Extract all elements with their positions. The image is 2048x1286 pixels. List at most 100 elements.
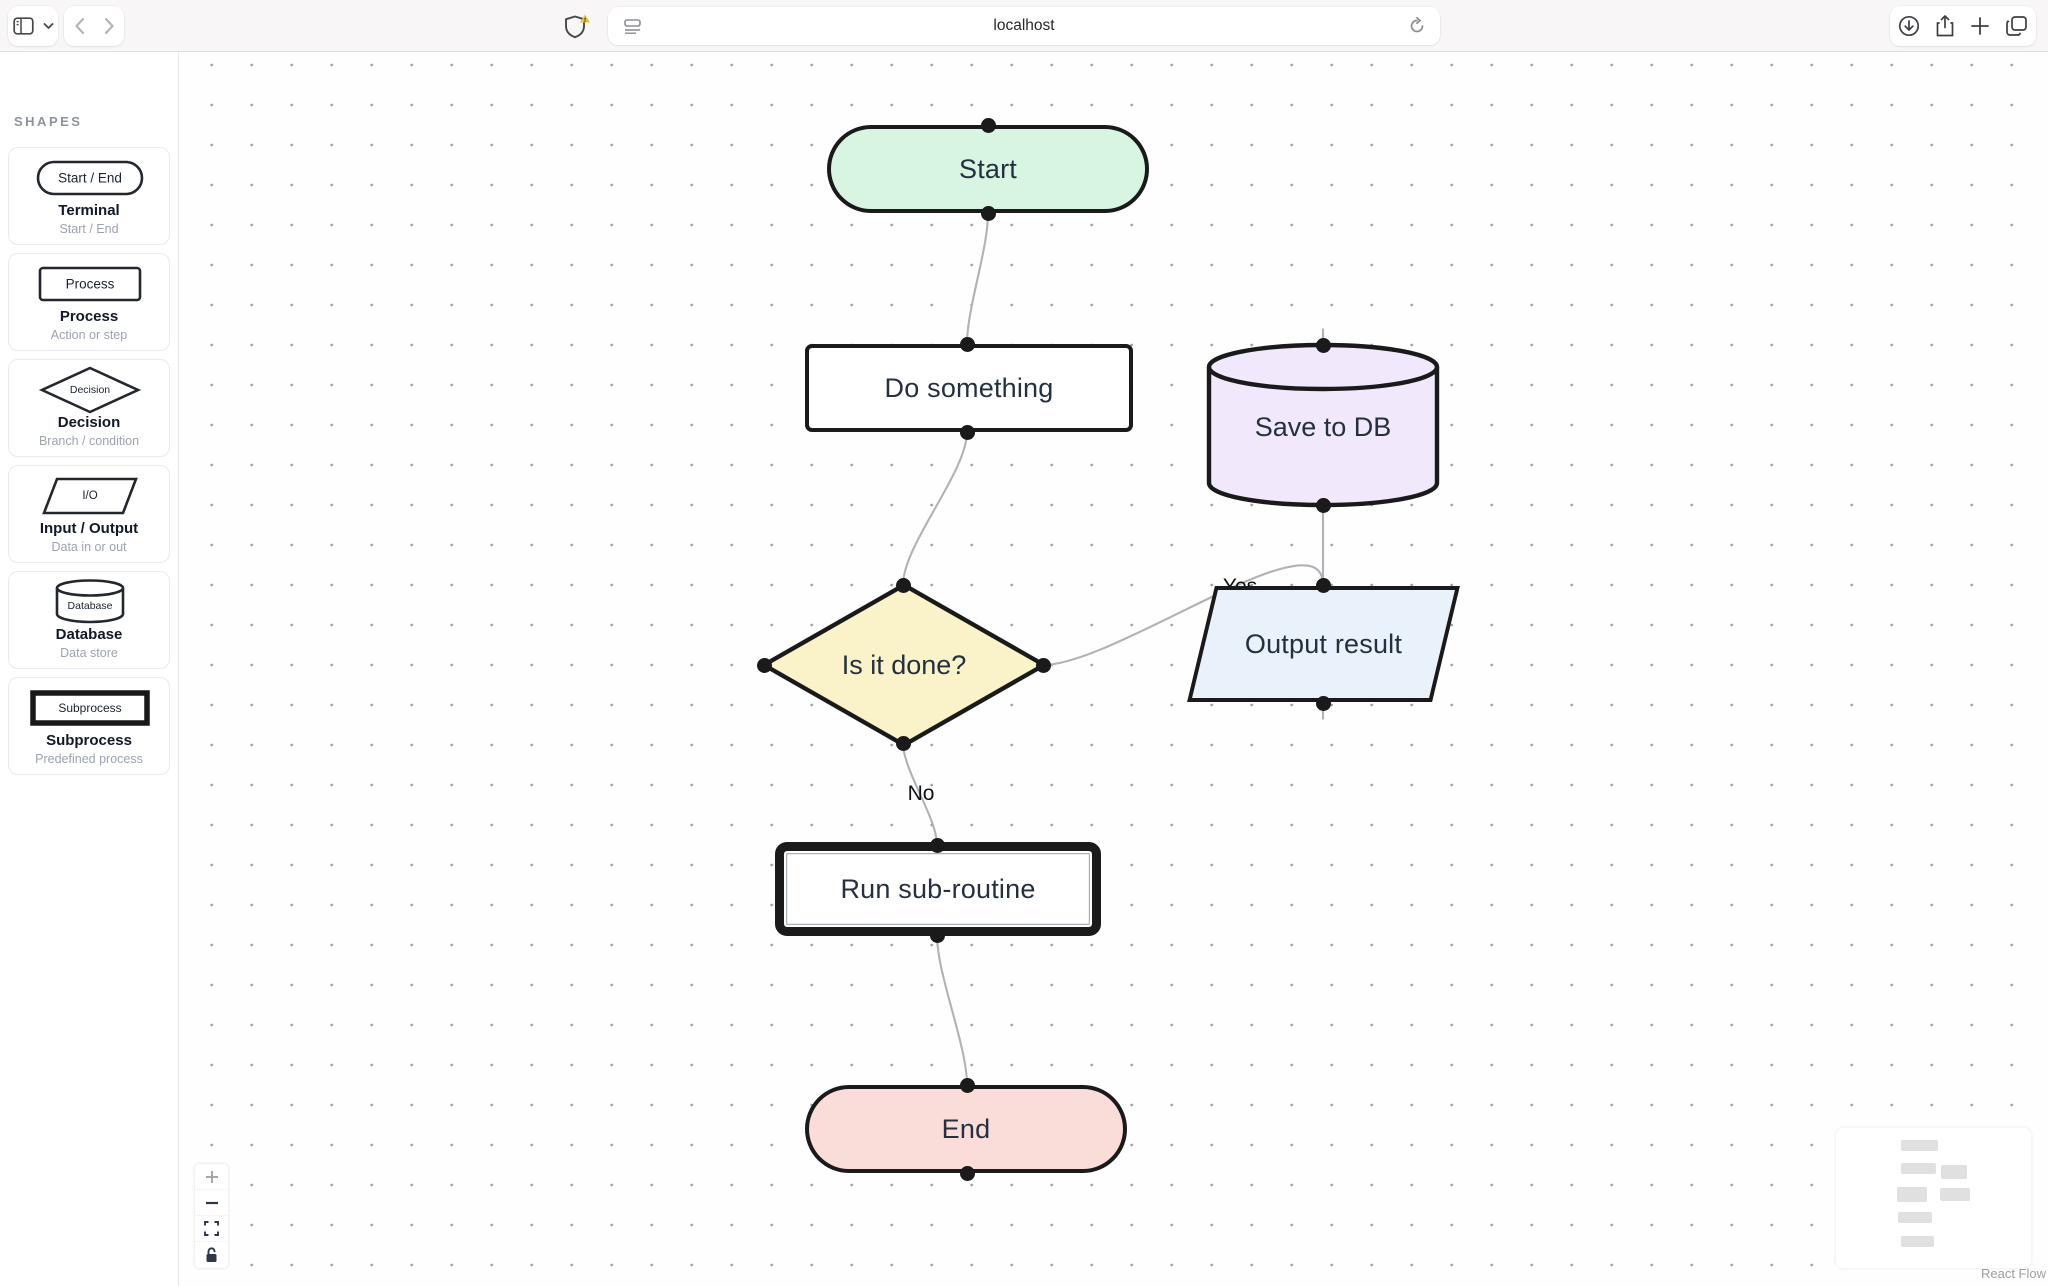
- handle-decision-bottom[interactable]: [895, 735, 911, 751]
- node-start[interactable]: Start: [827, 125, 1149, 213]
- sidebar-item-io[interactable]: I/O Input / Output Data in or out: [8, 465, 170, 563]
- sidebar-item-subprocess[interactable]: Subprocess Subprocess Predefined process: [8, 677, 170, 775]
- card-title: Input / Output: [39, 520, 139, 537]
- minimap[interactable]: [1836, 1128, 2031, 1268]
- sidebar-item-database[interactable]: Database Database Data store: [8, 571, 170, 669]
- card-title: Subprocess: [46, 732, 132, 749]
- handle-decision-top[interactable]: [895, 577, 911, 593]
- card-title: Decision: [57, 414, 121, 431]
- handle-process-top[interactable]: [959, 336, 975, 352]
- handle-output-top[interactable]: [1315, 577, 1331, 593]
- zoom-in-button[interactable]: [195, 1164, 228, 1190]
- handle-subroutine-top[interactable]: [929, 837, 945, 853]
- node-end[interactable]: End: [805, 1085, 1127, 1173]
- edge-decision-output-yes[interactable]: [1042, 564, 1325, 667]
- node-label: Output result: [1244, 628, 1403, 659]
- sidebar-item-process[interactable]: Process Process Action or step: [8, 253, 170, 351]
- downloads-icon[interactable]: [1898, 15, 1920, 37]
- card-subtitle: Predefined process: [35, 752, 143, 766]
- handle-subroutine-bottom[interactable]: [929, 927, 945, 943]
- card-title: Database: [55, 626, 123, 643]
- card-title: Process: [59, 308, 119, 325]
- new-tab-icon[interactable]: [1970, 16, 1990, 36]
- card-subtitle: Action or step: [50, 328, 128, 342]
- forward-icon[interactable]: [104, 17, 115, 35]
- react-flow-attribution: React Flow: [1980, 1266, 2046, 1281]
- handle-end-bottom[interactable]: [959, 1165, 975, 1181]
- card-subtitle: Data store: [60, 646, 118, 660]
- privacy-shield-icon[interactable]: [563, 13, 593, 40]
- refresh-icon[interactable]: [1408, 17, 1426, 35]
- chevron-down-icon: [43, 23, 53, 29]
- nav-buttons: [64, 6, 124, 46]
- card-subtitle: Branch / condition: [38, 434, 140, 448]
- flow-canvas[interactable]: [179, 52, 2048, 1286]
- svg-text:Process: Process: [66, 277, 115, 292]
- node-is-it-done[interactable]: Is it done?: [760, 581, 1048, 749]
- handle-start-bottom[interactable]: [980, 205, 996, 221]
- handle-end-top[interactable]: [959, 1077, 975, 1093]
- tab-overview-icon[interactable]: [2005, 15, 2028, 37]
- node-label: Do something: [884, 372, 1054, 403]
- shapes-sidebar: SHAPES Start / End Terminal Start / End …: [0, 52, 179, 1286]
- node-label: End: [941, 1113, 991, 1144]
- fit-view-icon: [204, 1221, 219, 1236]
- lock-button[interactable]: [195, 1242, 228, 1268]
- handle-db-top[interactable]: [1315, 337, 1331, 353]
- minimap-node-run-subroutine: [1898, 1212, 1932, 1223]
- handle-process-bottom[interactable]: [959, 424, 975, 440]
- back-icon[interactable]: [74, 17, 85, 35]
- node-run-subroutine[interactable]: Run sub-routine: [775, 842, 1101, 936]
- sidebar-item-terminal[interactable]: Start / End Terminal Start / End: [8, 147, 170, 245]
- fit-view-button[interactable]: [195, 1216, 228, 1242]
- edge-decision-subroutine-no[interactable]: [901, 742, 939, 846]
- minimap-node-start: [1901, 1140, 1938, 1151]
- card-subtitle: Start / End: [59, 222, 119, 236]
- minimap-node-end: [1901, 1236, 1934, 1247]
- edge-start-process[interactable]: [965, 212, 990, 345]
- svg-text:Decision: Decision: [70, 384, 110, 396]
- card-subtitle: Data in or out: [51, 540, 127, 554]
- edge-process-decision[interactable]: [901, 431, 969, 586]
- svg-text:Subprocess: Subprocess: [58, 701, 121, 715]
- card-title: Terminal: [58, 202, 120, 219]
- minimap-node-save-to-db: [1941, 1165, 1967, 1179]
- reader-view-icon[interactable]: [624, 19, 644, 34]
- handle-decision-left[interactable]: [756, 657, 772, 673]
- sidebar-heading: SHAPES: [14, 114, 83, 129]
- handle-decision-right[interactable]: [1035, 657, 1051, 673]
- sidebar-panel-icon: [12, 17, 34, 35]
- node-do-something[interactable]: Do something: [805, 344, 1133, 432]
- browser-toolbar: localhost: [0, 0, 2048, 52]
- process-shape-icon: Process: [38, 266, 142, 302]
- edge-label-no: No: [907, 782, 935, 805]
- minimap-node-is-it-done: [1897, 1187, 1927, 1202]
- zoom-out-button[interactable]: [195, 1190, 228, 1216]
- node-label: Save to DB: [1255, 412, 1392, 442]
- node-save-to-db[interactable]: Save to DB: [1205, 341, 1441, 511]
- sidebar-item-decision[interactable]: Decision Decision Branch / condition: [8, 359, 170, 457]
- handle-output-bottom[interactable]: [1315, 695, 1331, 711]
- minus-icon: [205, 1201, 218, 1204]
- svg-text:I/O: I/O: [82, 490, 97, 502]
- database-shape-icon: Database: [55, 579, 125, 624]
- svg-text:Database: Database: [68, 600, 113, 612]
- share-icon[interactable]: [1935, 14, 1955, 38]
- lock-icon: [206, 1247, 217, 1262]
- node-label: Run sub-routine: [840, 873, 1036, 904]
- node-label: Start: [958, 153, 1018, 184]
- url-text: localhost: [993, 17, 1055, 34]
- sidebar-toggle-button[interactable]: [8, 6, 58, 46]
- node-output-result[interactable]: Output result: [1187, 586, 1460, 702]
- flow-controls: [195, 1164, 228, 1268]
- svg-text:Start / End: Start / End: [58, 171, 122, 186]
- plus-icon: [205, 1170, 218, 1183]
- url-bar[interactable]: localhost: [608, 7, 1440, 45]
- minimap-node-do-something: [1901, 1163, 1936, 1174]
- handle-start-top[interactable]: [980, 117, 996, 133]
- handle-db-bottom[interactable]: [1315, 497, 1331, 513]
- node-label: Is it done?: [842, 650, 967, 680]
- edge-subroutine-end[interactable]: [935, 934, 969, 1086]
